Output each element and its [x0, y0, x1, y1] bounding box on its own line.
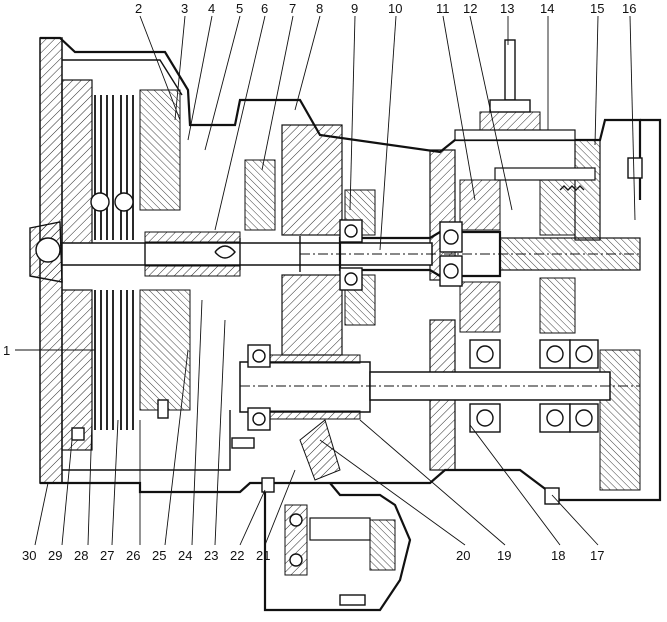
callout-28: 28 — [74, 548, 88, 563]
callout-11: 11 — [436, 1, 450, 16]
callout-22: 22 — [230, 548, 244, 563]
callout-14: 14 — [540, 1, 554, 16]
callout-5: 5 — [236, 1, 243, 16]
callout-10: 10 — [388, 1, 402, 16]
bearings — [247, 219, 599, 433]
callout-24: 24 — [178, 548, 192, 563]
callout-18: 18 — [551, 548, 565, 563]
callout-9: 9 — [351, 1, 358, 16]
callout-30: 30 — [22, 548, 36, 563]
callout-27: 27 — [100, 548, 114, 563]
callout-13: 13 — [500, 1, 514, 16]
gear-set — [244, 124, 596, 356]
clutch-assembly — [29, 79, 191, 451]
callout-15: 15 — [590, 1, 604, 16]
housing — [39, 36, 662, 502]
callout-20: 20 — [456, 548, 470, 563]
callout-8: 8 — [316, 1, 323, 16]
callout-25: 25 — [152, 548, 166, 563]
callout-1: 1 — [3, 343, 10, 358]
callout-19: 19 — [497, 548, 511, 563]
callout-3: 3 — [181, 1, 188, 16]
top-callouts: 2 3 4 5 6 7 8 9 10 11 12 13 14 15 16 — [135, 1, 636, 16]
shifter-cover — [454, 39, 576, 141]
callout-7: 7 — [289, 1, 296, 16]
bottom-callouts: 30 29 28 27 26 25 24 23 22 21 20 19 18 1… — [22, 548, 604, 563]
leader-lines — [15, 15, 636, 546]
callout-2: 2 — [135, 1, 142, 16]
callout-17: 17 — [590, 548, 604, 563]
main-shaft — [300, 230, 641, 278]
callout-23: 23 — [204, 548, 218, 563]
callout-21: 21 — [256, 548, 270, 563]
pto-unit — [263, 419, 412, 612]
callout-16: 16 — [622, 1, 636, 16]
bolts — [71, 157, 643, 505]
callout-26: 26 — [126, 548, 140, 563]
callout-29: 29 — [48, 548, 62, 563]
callout-12: 12 — [463, 1, 477, 16]
left-callouts: 1 — [3, 343, 10, 358]
callout-4: 4 — [208, 1, 215, 16]
callout-6: 6 — [261, 1, 268, 16]
